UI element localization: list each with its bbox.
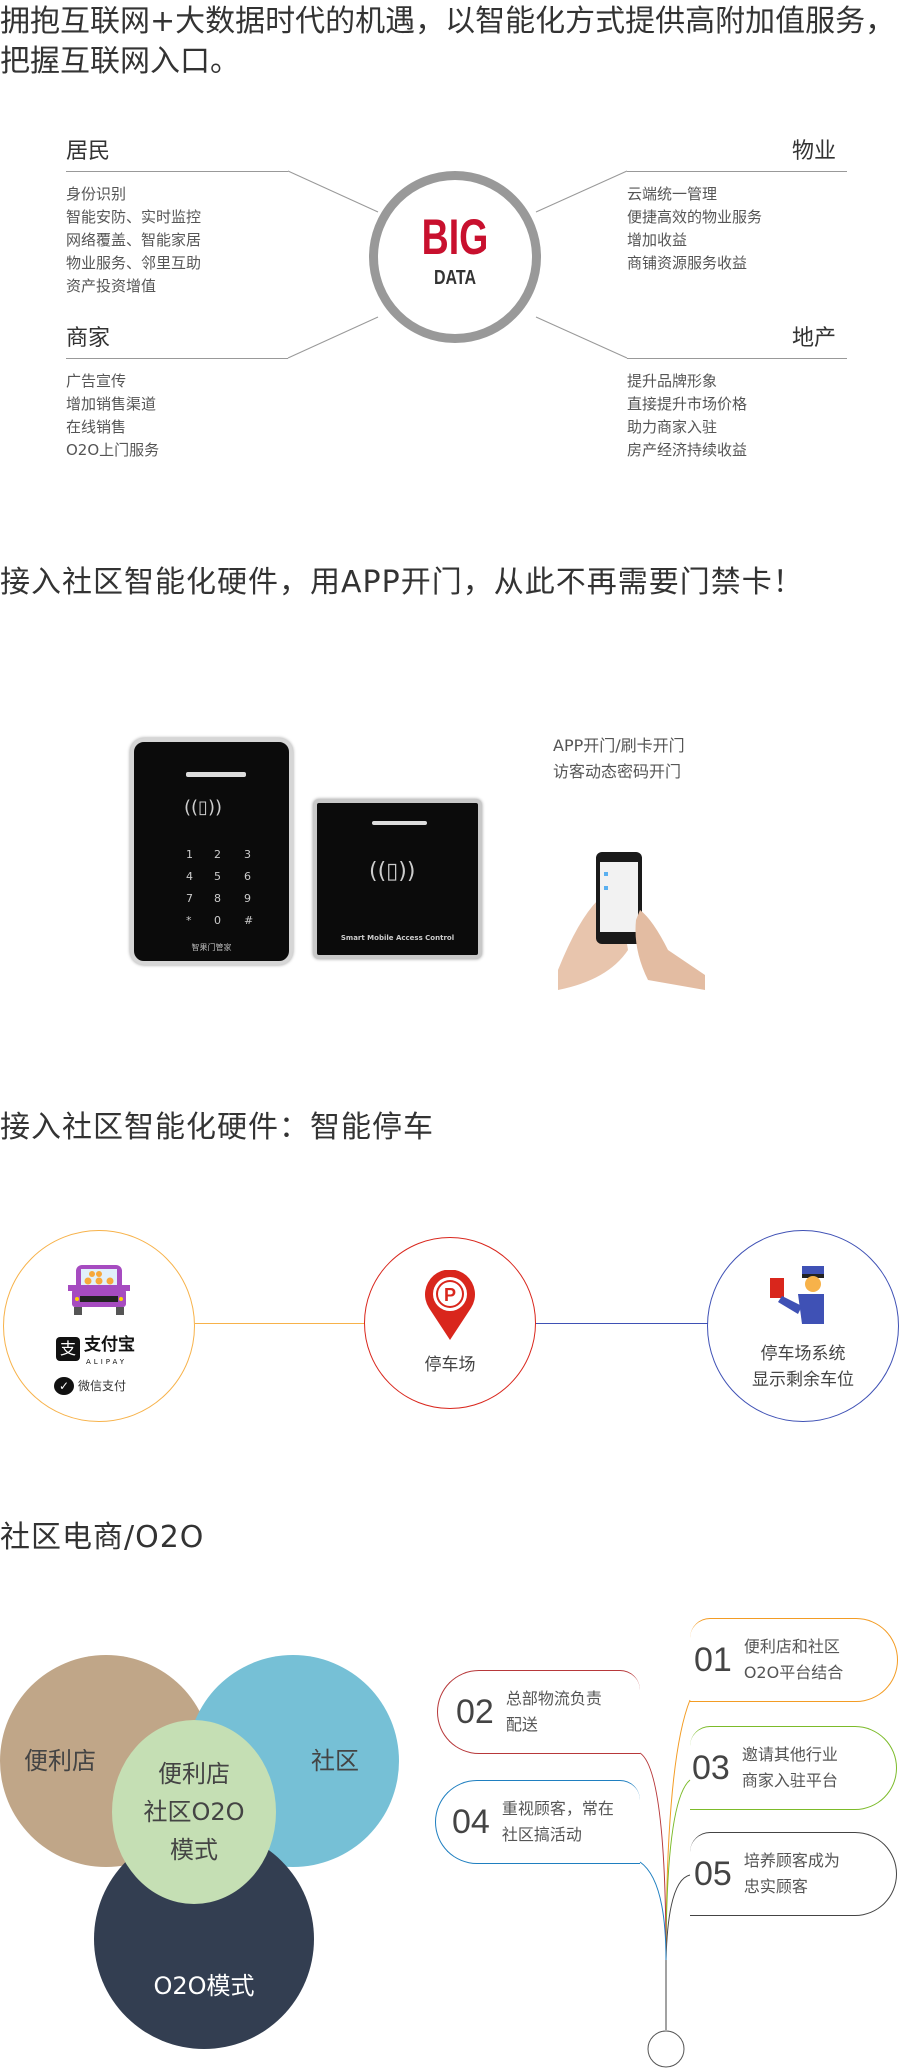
step-number: 02 (456, 1693, 494, 1731)
key: 9 (244, 892, 251, 905)
attendant-icon (770, 1266, 824, 1324)
feature-item: APP开门/刷卡开门 (553, 736, 685, 755)
access-features: APP开门/刷卡开门 访客动态密码开门 (553, 733, 685, 785)
list-item: 直接提升市场价格 (627, 395, 748, 413)
realestate-list: 提升品牌形象 直接提升市场价格 助力商家入驻 房产经济持续收益 (627, 370, 747, 462)
intro-text: 拥抱互联网+大数据时代的机遇，以智能化方式提供高附加值服务，把握互联网入口。 (0, 4, 896, 79)
key: 3 (244, 848, 251, 861)
residents-title: 居民 (66, 139, 111, 164)
feature-item: 访客动态密码开门 (553, 762, 682, 781)
car-icon (66, 1263, 132, 1317)
parking-lot-label: 停车场 (424, 1355, 476, 1375)
step-text: 社区搞活动 (501, 1825, 582, 1844)
key: * (186, 914, 192, 927)
alipay-logo-icon: 支 (56, 1337, 80, 1361)
step-02: 02 总部物流负责配送 (437, 1670, 640, 1754)
step-text: 邀请其他行业 (741, 1745, 838, 1764)
parking-pin-icon: P (425, 1270, 475, 1340)
nfc-phone-icon: ((▯)) (184, 797, 222, 818)
step-number: 01 (694, 1641, 732, 1679)
text-line: 停车场系统 (760, 1344, 846, 1364)
list-item: 智能安防、实时监控 (66, 208, 202, 226)
list-item: 云端统一管理 (627, 185, 718, 203)
wechat-pay-label: 微信支付 (78, 1379, 127, 1393)
merchants-title: 商家 (66, 326, 111, 351)
list-item: 在线销售 (66, 418, 127, 436)
list-item: 增加收益 (627, 231, 688, 249)
venn-center: 便利店 社区O2O 模式 (112, 1720, 276, 1904)
alipay-en-label: ALIPAY (86, 1358, 128, 1366)
list-item: 广告宣传 (66, 372, 127, 390)
keypad-access-device: ((▯)) 1 2 3 4 5 6 7 8 9 * 0 # 智果门管家 (130, 738, 293, 965)
realestate-title: 地产 (792, 326, 837, 351)
nfc-phone-icon: ((▯)) (369, 859, 416, 884)
venn-label: 社区 (311, 1747, 359, 1775)
venn-label: 便利店 (24, 1747, 96, 1775)
list-item: 资产投资增值 (66, 277, 157, 295)
step-text: O2O平台结合 (743, 1663, 844, 1682)
key: 1 (186, 848, 193, 861)
step-01: 01 便利店和社区 O2O平台结合 (690, 1618, 898, 1702)
list-item: 网络覆盖、智能家居 (66, 231, 202, 249)
data-label: DATA (433, 267, 477, 289)
step-text: 重视顾客，常在 (501, 1799, 614, 1818)
o2o-heading: 社区电商/O2O (0, 1520, 205, 1555)
connector-lines (287, 170, 628, 359)
property-title: 物业 (792, 139, 837, 164)
alipay-label: 支付宝 (84, 1335, 135, 1355)
parking-lot-circle: P 停车场 (364, 1237, 536, 1409)
parking-system-circle: 停车场系统 显示剩余车位 (707, 1230, 899, 1422)
step-05: 05 培养顾客成为忠实顾客 (690, 1832, 897, 1916)
step-03: 03 邀请其他行业商家入驻平台 (690, 1726, 897, 1810)
card-access-device: ((▯)) Smart Mobile Access Control (313, 799, 482, 959)
list-item: 身份识别 (66, 185, 127, 203)
residents-list: 身份识别 智能安防、实时监控 网络覆盖、智能家居 物业服务、邻里互助 资产投资增… (66, 183, 201, 298)
merchants-list: 广告宣传 增加销售渠道 在线销售 O2O上门服务 (66, 370, 159, 462)
key: 7 (186, 892, 193, 905)
key: 6 (244, 870, 251, 883)
list-item: O2O上门服务 (66, 441, 160, 459)
property-list: 云端统一管理 便捷高效的物业服务 增加收益 商铺资源服务收益 (627, 183, 762, 275)
key: # (244, 914, 254, 927)
step-text: 总部物流负责 (505, 1689, 602, 1708)
wechat-pay-icon: ✓ (54, 1377, 74, 1395)
venn-label: 模式 (170, 1836, 218, 1864)
list-item: 房产经济持续收益 (627, 441, 748, 459)
parking-p-letter: P (444, 1285, 456, 1305)
access-heading: 接入社区智能化硬件，用APP开门，从此不再需要门禁卡！ (0, 565, 804, 600)
step-text: 便利店和社区 (743, 1637, 840, 1656)
list-item: 助力商家入驻 (627, 418, 718, 436)
list-item: 商铺资源服务收益 (627, 254, 748, 272)
step-04: 04 重视顾客，常在社区搞活动 (435, 1780, 640, 1864)
key: 0 (214, 914, 221, 927)
phone-in-hand-image (558, 850, 705, 990)
key: 8 (214, 892, 221, 905)
device-model-label: Smart Mobile Access Control (340, 934, 455, 942)
list-item: 提升品牌形象 (627, 372, 718, 390)
step-number: 03 (692, 1749, 730, 1787)
venn-label: 社区O2O (143, 1798, 245, 1826)
parking-system-text: 停车场系统 显示剩余车位 (708, 1341, 898, 1393)
step-text: 培养顾客成为 (743, 1851, 840, 1870)
step-text: 配送 (505, 1715, 538, 1734)
step-number: 05 (694, 1855, 732, 1893)
venn-label: O2O模式 (153, 1972, 255, 2000)
payment-circle: 支 支付宝 ALIPAY ✓ 微信支付 (3, 1230, 195, 1422)
key: 5 (214, 870, 221, 883)
device-brand-label: 智果门管家 (191, 943, 232, 952)
step-number: 04 (452, 1803, 490, 1841)
key: 2 (214, 848, 221, 861)
step-text: 商家入驻平台 (741, 1771, 838, 1790)
list-item: 物业服务、邻里互助 (66, 254, 202, 272)
big-data-circle: BIG DATA (369, 171, 541, 343)
parking-heading: 接入社区智能化硬件：智能停车 (0, 1110, 434, 1145)
big-label: BIG (421, 209, 489, 265)
key: 4 (186, 870, 193, 883)
text-line: 显示剩余车位 (752, 1370, 854, 1390)
list-item: 便捷高效的物业服务 (627, 208, 763, 226)
venn-label: 便利店 (158, 1760, 230, 1788)
list-item: 增加销售渠道 (66, 395, 157, 413)
step-text: 忠实顾客 (743, 1877, 808, 1896)
